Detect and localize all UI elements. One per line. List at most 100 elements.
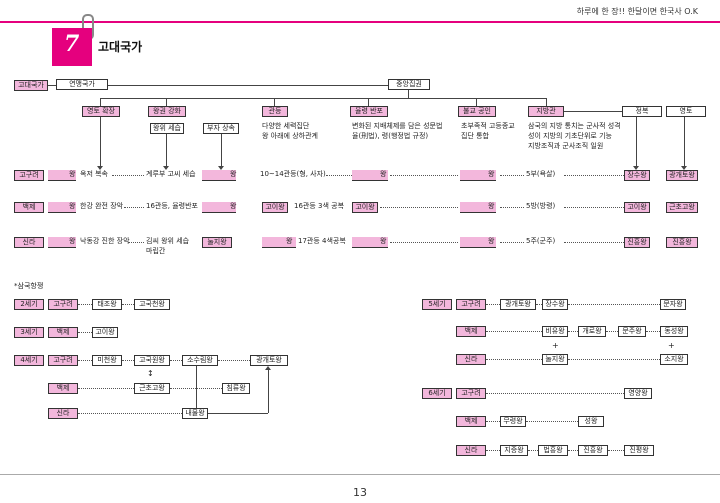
connector [166, 98, 167, 106]
connector [78, 332, 92, 333]
king-box: 무령왕 [500, 416, 526, 427]
jibang-desc-2: 성이 지방의 기초단위로 기능 [528, 132, 612, 140]
connector [486, 359, 542, 360]
plus-icon: + [552, 341, 559, 350]
connector [108, 85, 388, 86]
arrow-down-icon [633, 166, 639, 170]
row-text: 마립간 [146, 247, 166, 255]
kingdom-box: 백제 [456, 416, 486, 427]
king-box: 고국천왕 [134, 299, 170, 310]
connector [486, 304, 500, 305]
blank-suffix: 왕 [286, 237, 293, 245]
blank-suffix: 왕 [488, 170, 495, 178]
connector [568, 359, 660, 360]
arrow-down-icon [681, 166, 687, 170]
gwandeung-desc-2: 왕 아래에 상하관계 [262, 132, 318, 140]
king-box: 눌지왕 [542, 354, 568, 365]
row-king-1: 진흥왕 [624, 237, 650, 248]
row-king-2: 광개토왕 [666, 170, 698, 181]
answer-blank[interactable] [352, 237, 388, 248]
king-box: 내물왕 [182, 408, 208, 419]
blank-suffix: 왕 [488, 202, 495, 210]
kingdom-box: 고구려 [456, 388, 486, 399]
plus-icon: + [668, 341, 675, 350]
connector [546, 98, 547, 106]
connector [268, 370, 269, 413]
wanggwon-sub-box: 왕위 세습 [150, 123, 184, 134]
yeongto-box: 영토 [666, 106, 706, 117]
header-tagline: 하루에 한 장!! 한달이면 한국사 O.K [576, 7, 698, 16]
blank-suffix: 왕 [488, 237, 495, 245]
answer-blank[interactable] [262, 237, 296, 248]
connector [390, 175, 458, 176]
kingdom-box: 신라 [48, 408, 78, 419]
connector [408, 90, 409, 98]
row-king-2: 진흥왕 [666, 237, 698, 248]
kingdom-box: 고구려 [48, 299, 78, 310]
connector [274, 98, 275, 106]
answer-blank[interactable] [48, 202, 76, 213]
answer-blank[interactable] [460, 170, 496, 181]
feature-box: 관등 [262, 106, 288, 117]
connector [476, 98, 477, 106]
connector [536, 304, 542, 305]
connector [122, 360, 134, 361]
connector [112, 175, 144, 176]
king-box: 광개토왕 [500, 299, 536, 310]
blank-suffix: 왕 [380, 170, 387, 178]
feature-box: 왕권 강화 [148, 106, 186, 117]
king-box: 태조왕 [92, 299, 122, 310]
connector [122, 304, 134, 305]
connector [196, 366, 197, 408]
feature-box: 영토 확장 [82, 106, 120, 117]
king-box: 소지왕 [660, 354, 688, 365]
arrow-down-icon [218, 166, 224, 170]
king-box: 진평왕 [624, 445, 654, 456]
king-box: 근초고왕 [134, 383, 170, 394]
root-box: 고대국가 [14, 80, 48, 91]
row-kingdom: 백제 [14, 202, 44, 213]
connector [564, 111, 622, 112]
jeongbok-box: 정복 [622, 106, 662, 117]
answer-blank[interactable] [460, 237, 496, 248]
connector [486, 421, 500, 422]
connector [568, 331, 578, 332]
answer-blank[interactable] [48, 170, 76, 181]
row-text: 17관등 4색공복 [298, 237, 346, 245]
blank-suffix: 왕 [380, 237, 387, 245]
king-box: 문자왕 [660, 299, 686, 310]
century-box: 4세기 [14, 355, 44, 366]
row-text: 16관등 3색 공복 [294, 202, 345, 210]
connector [128, 242, 144, 243]
row-text: 16관등, 율령반포 [146, 202, 198, 210]
king-box: 영양왕 [624, 388, 652, 399]
row-kingdom: 신라 [14, 237, 44, 248]
century-box: 5세기 [422, 299, 452, 310]
answer-blank[interactable] [202, 170, 236, 181]
row-text: 낙동강 진한 장악 [80, 237, 130, 245]
footer-divider [0, 474, 720, 475]
row-king-1: 고이왕 [624, 202, 650, 213]
answer-blank[interactable] [352, 170, 388, 181]
connector [528, 450, 538, 451]
chapter-badge [52, 28, 92, 66]
row-text: 김씨 왕위 세습 [146, 237, 190, 245]
connector [646, 331, 660, 332]
century-box: 6세기 [422, 388, 452, 399]
connector [486, 450, 500, 451]
row-text: 계루부 고씨 세습 [146, 170, 196, 178]
kingdom-box: 백제 [48, 383, 78, 394]
connector [608, 450, 624, 451]
answer-blank[interactable] [202, 202, 236, 213]
connector [606, 331, 618, 332]
row-text: 5주(군주) [526, 237, 556, 245]
kingdom-box: 백제 [456, 326, 486, 337]
connector [486, 331, 542, 332]
answer-blank[interactable] [460, 202, 496, 213]
gwandeung-desc-1: 다양한 세력집단 [262, 122, 310, 130]
king-box: 고이왕 [92, 327, 118, 338]
answer-blank[interactable] [48, 237, 76, 248]
kingdom-box: 백제 [48, 327, 78, 338]
exchange-icon: ↕ [147, 369, 154, 378]
king-box: 고국원왕 [134, 355, 170, 366]
